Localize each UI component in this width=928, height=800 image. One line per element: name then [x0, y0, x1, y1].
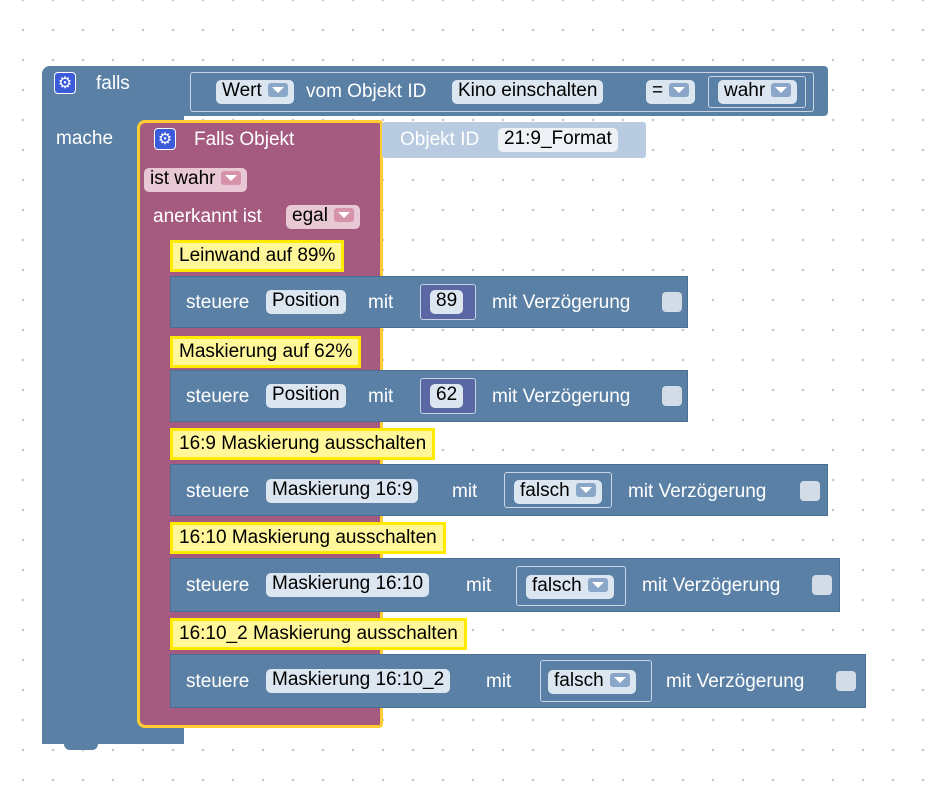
chevron-down-icon: [771, 82, 792, 97]
delay-checkbox[interactable]: [662, 386, 682, 406]
object-id-label: Objekt ID: [400, 129, 480, 150]
chevron-down-icon: [267, 82, 288, 97]
trigger-label: Falls Objekt: [194, 129, 295, 150]
comment-block[interactable]: 16:9 Maskierung ausschalten: [170, 428, 436, 460]
number-value-field[interactable]: 62: [430, 384, 464, 408]
gear-icon[interactable]: ⚙: [54, 72, 76, 94]
with-label: mit: [368, 292, 394, 313]
control-target-field[interactable]: Position: [266, 384, 346, 408]
delay-label: mit Verzögerung: [642, 575, 781, 596]
acknowledged-dropdown[interactable]: egal: [286, 205, 360, 229]
delay-checkbox[interactable]: [662, 292, 682, 312]
if-label: falls: [96, 73, 130, 94]
delay-label: mit Verzögerung: [492, 386, 631, 407]
comment-block[interactable]: Maskierung auf 62%: [170, 336, 362, 368]
state-dropdown[interactable]: ist wahr: [144, 168, 248, 192]
control-target-field[interactable]: Position: [266, 290, 346, 314]
control-label: steuere: [186, 671, 250, 692]
delay-checkbox[interactable]: [812, 575, 832, 595]
chevron-down-icon: [669, 82, 690, 97]
control-block[interactable]: [170, 464, 828, 516]
delay-label: mit Verzögerung: [492, 292, 631, 313]
operator-dropdown[interactable]: =: [646, 80, 696, 104]
from-object-label: vom Objekt ID: [306, 81, 427, 102]
boolean-dropdown[interactable]: falsch: [514, 480, 602, 504]
control-label: steuere: [186, 292, 250, 313]
comment-block[interactable]: Leinwand auf 89%: [170, 240, 345, 272]
comment-block[interactable]: 16:10_2 Maskierung ausschalten: [170, 618, 467, 650]
control-block[interactable]: [170, 558, 840, 612]
chevron-down-icon: [221, 170, 242, 185]
control-label: steuere: [186, 481, 250, 502]
chevron-down-icon: [587, 577, 608, 592]
if-block-bottom-arm: [42, 728, 184, 744]
object-id-field[interactable]: Kino einschalten: [452, 80, 604, 104]
control-target-field[interactable]: Maskierung 16:10: [266, 573, 430, 597]
if-block-bottom-notch: [64, 742, 98, 750]
with-label: mit: [368, 386, 394, 407]
control-target-field[interactable]: Maskierung 16:9: [266, 479, 419, 503]
delay-checkbox[interactable]: [836, 671, 856, 691]
number-value-field[interactable]: 89: [430, 290, 464, 314]
with-label: mit: [486, 671, 512, 692]
control-target-field[interactable]: Maskierung 16:10_2: [266, 669, 451, 693]
boolean-dropdown[interactable]: falsch: [548, 670, 636, 694]
with-label: mit: [466, 575, 492, 596]
chevron-down-icon: [609, 672, 630, 687]
boolean-dropdown[interactable]: falsch: [526, 575, 614, 599]
chevron-down-icon: [333, 207, 354, 222]
delay-label: mit Verzögerung: [666, 671, 805, 692]
boolean-dropdown[interactable]: wahr: [718, 80, 798, 104]
delay-label: mit Verzögerung: [628, 481, 767, 502]
chevron-down-icon: [575, 482, 596, 497]
delay-checkbox[interactable]: [800, 481, 820, 501]
control-label: steuere: [186, 386, 250, 407]
gear-icon[interactable]: ⚙: [154, 128, 176, 150]
control-label: steuere: [186, 575, 250, 596]
do-label: mache: [56, 128, 114, 149]
acknowledged-label: anerkannt ist: [153, 206, 262, 227]
trigger-object-id-field[interactable]: 21:9_Format: [498, 128, 618, 152]
with-label: mit: [452, 481, 478, 502]
value-type-dropdown[interactable]: Wert: [216, 80, 294, 104]
comment-block[interactable]: 16:10 Maskierung ausschalten: [170, 522, 446, 554]
